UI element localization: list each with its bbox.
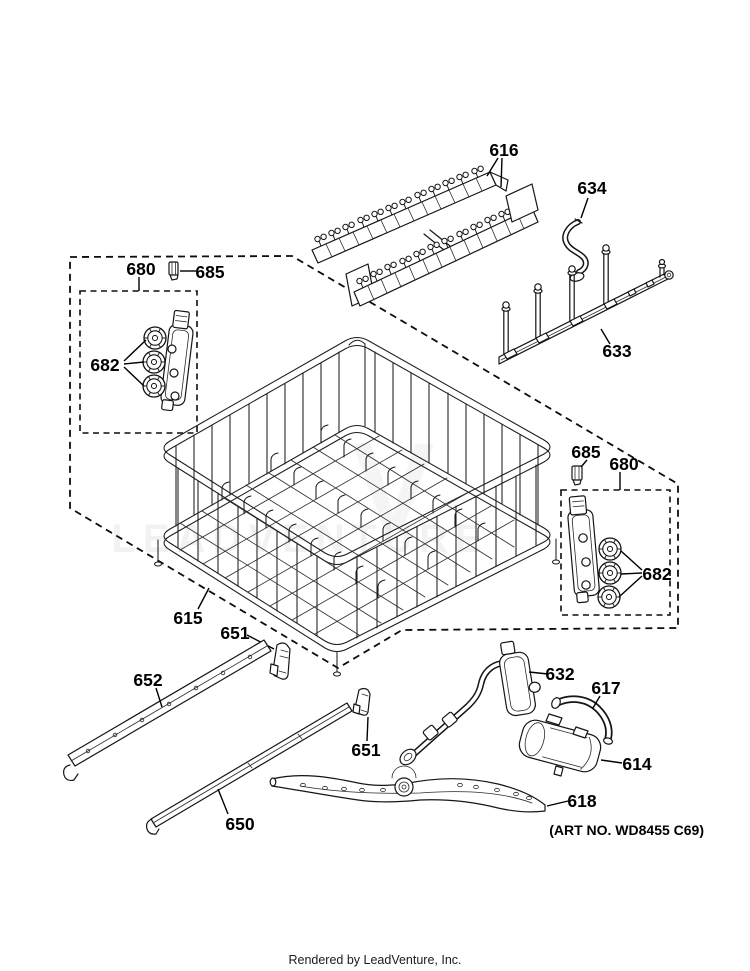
roller-682 (143, 326, 167, 350)
callout-685-right-label[interactable]: 685 (571, 442, 600, 462)
callout-680-left-label[interactable]: 680 (126, 259, 155, 279)
callout-682-right-label[interactable]: 682 (642, 564, 671, 584)
part-633-conduit (498, 244, 674, 365)
callout-680-left: 680 (126, 259, 156, 291)
callout-617: 617 (591, 678, 621, 709)
roller-682 (598, 537, 622, 561)
callout-685-right: 685 (571, 442, 601, 468)
callout-633: 633 (600, 328, 632, 361)
callout-652: 652 (133, 670, 163, 708)
part-632-conduit-assembly (399, 640, 541, 766)
callout-680-right-label[interactable]: 680 (609, 454, 638, 474)
callout-614-label[interactable]: 614 (622, 754, 651, 774)
roller-682 (142, 374, 166, 398)
callout-682-left: 682 (90, 339, 147, 387)
callout-632: 632 (528, 664, 575, 684)
callout-632-label[interactable]: 632 (545, 664, 574, 684)
watermark-text: LEADVENTURE (111, 517, 488, 561)
part-614-cover (518, 713, 602, 777)
part-650-slide-rail (145, 702, 353, 835)
roller-682 (597, 585, 621, 609)
part-615-upper-rack (153, 336, 561, 677)
callout-651-lower: 651 (351, 716, 381, 760)
callout-651-upper-label[interactable]: 651 (220, 623, 249, 643)
callout-618-label[interactable]: 618 (567, 791, 596, 811)
callout-650-label[interactable]: 650 (225, 814, 254, 834)
part-616-tine-rows (311, 165, 539, 307)
callout-652-label[interactable]: 652 (133, 670, 162, 690)
part-685-right-clip (571, 465, 583, 486)
callout-618: 618 (546, 791, 597, 811)
roller-682 (598, 561, 622, 585)
part-680-left-roller-bracket (142, 309, 194, 412)
callout-651-lower-label[interactable]: 651 (351, 740, 380, 760)
callout-685-left-label[interactable]: 685 (195, 262, 224, 282)
callout-633-label[interactable]: 633 (602, 341, 631, 361)
part-680-right-roller-bracket (567, 495, 622, 609)
part-651-upper-stop (269, 642, 291, 680)
art-number: (ART NO. WD8455 C69) (549, 822, 704, 838)
callout-680-right: 680 (609, 454, 639, 490)
part-652-slide-rail (63, 639, 272, 782)
callout-614: 614 (600, 754, 652, 774)
callout-685-left: 685 (180, 262, 225, 282)
part-651-lower-stop (352, 687, 371, 716)
assembly-group-boundary (69, 255, 679, 670)
callout-634-label[interactable]: 634 (577, 178, 606, 198)
callout-682-right: 682 (618, 550, 672, 598)
part-618-spray-arm (269, 765, 546, 813)
callout-616-label[interactable]: 616 (489, 140, 518, 160)
callout-650: 650 (217, 788, 255, 834)
callout-616: 616 (486, 140, 519, 188)
callout-634: 634 (577, 178, 607, 219)
tower-posts (501, 244, 618, 360)
roller-682 (142, 350, 166, 374)
callout-617-label[interactable]: 617 (591, 678, 620, 698)
part-685-left-clip (168, 261, 179, 281)
part-634-clip (562, 218, 589, 282)
callout-615-label[interactable]: 615 (173, 608, 202, 628)
callout-682-left-label[interactable]: 682 (90, 355, 119, 375)
part-617-handle (551, 695, 614, 745)
callout-615: 615 (173, 587, 210, 628)
rendered-by-credit: Rendered by LeadVenture, Inc. (288, 953, 461, 967)
right-roller-group-box (560, 489, 671, 616)
